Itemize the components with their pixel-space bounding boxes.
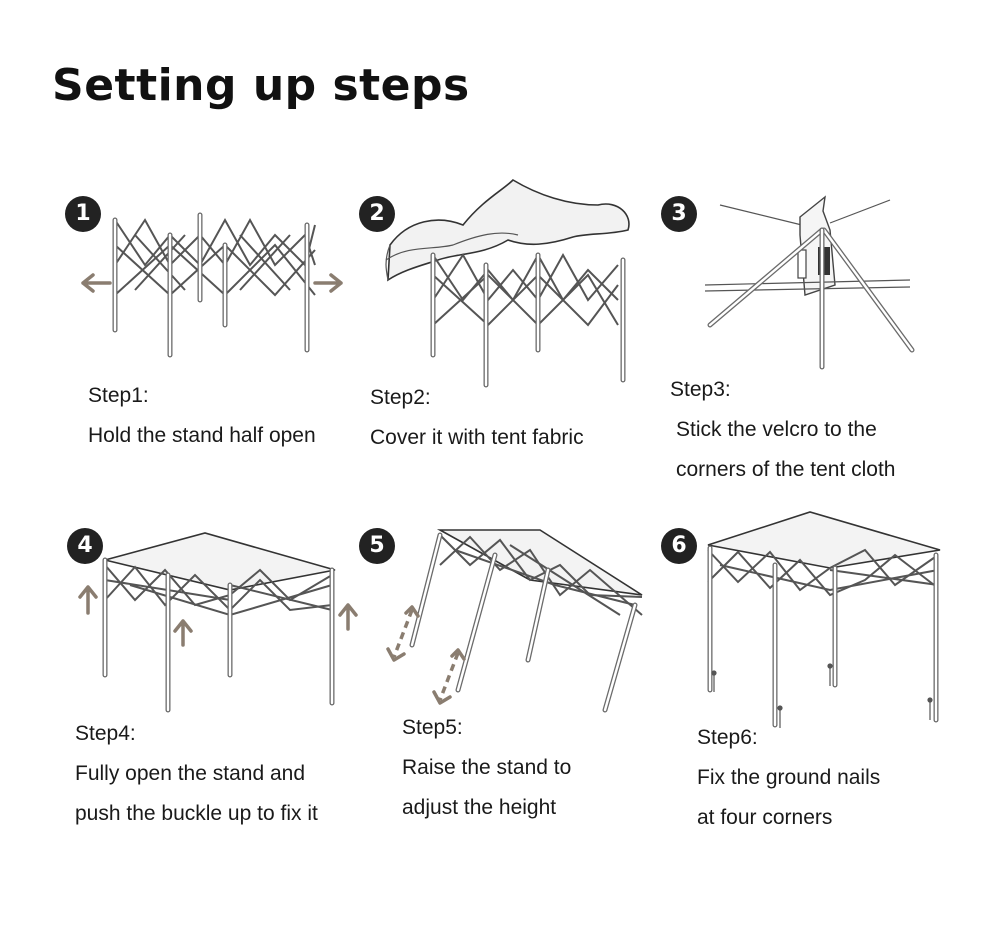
step-text-line: Fully open the stand and: [75, 762, 305, 785]
cover-fabric-illustration: [385, 178, 630, 388]
step-label: Step6:: [697, 726, 758, 749]
raise-stand-illustration: [386, 529, 643, 713]
step-number-badge: 2: [359, 196, 395, 232]
step-number-badge: 4: [67, 528, 103, 564]
up-down-arrow-icon: [386, 605, 466, 705]
step-number-badge: 1: [65, 196, 101, 232]
step-text-line: Fix the ground nails: [697, 766, 881, 789]
ground-nails-illustration: [707, 511, 941, 728]
step-number-badge: 5: [359, 528, 395, 564]
step-label: Step2:: [370, 386, 431, 409]
step-label: Step5:: [402, 716, 463, 739]
half-open-stand-illustration: [81, 212, 343, 358]
left-arrow-icon: [81, 273, 112, 293]
step-label: Step3:: [670, 378, 731, 401]
step-text-line: Cover it with tent fabric: [370, 426, 584, 449]
step-caption: Step1: Hold the stand half open: [88, 376, 316, 456]
velcro-corner-illustration: [704, 195, 915, 370]
step-caption: Step2: Cover it with tent fabric: [370, 378, 584, 458]
step-text-line: Stick the velcro to the: [676, 418, 877, 441]
step-number-badge: 6: [661, 528, 697, 564]
step-label: Step4:: [75, 722, 136, 745]
step-label: Step1:: [88, 384, 149, 407]
step-text-line: adjust the height: [402, 796, 557, 819]
step-text-line: Raise the stand to: [402, 756, 572, 779]
step-text-line: Hold the stand half open: [88, 424, 316, 447]
step-number-badge: 3: [661, 196, 697, 232]
step-text-line: corners of the tent cloth: [676, 458, 896, 481]
ground-nail-icon: [711, 663, 933, 728]
step-caption: Step3: Stick the velcro to the corners o…: [670, 370, 895, 490]
step-text-line: push the buckle up to fix it: [75, 802, 318, 825]
step-caption: Step6: Fix the ground nails at four corn…: [697, 718, 880, 838]
step-text-line: at four corners: [697, 806, 833, 829]
page-title: Setting up steps: [52, 60, 470, 111]
up-arrow-icon: [78, 585, 358, 647]
step-caption: Step4: Fully open the stand and push the…: [75, 714, 318, 834]
right-arrow-icon: [313, 273, 343, 293]
fully-open-stand-illustration: [78, 532, 358, 713]
step-caption: Step5: Raise the stand to adjust the hei…: [402, 708, 571, 828]
